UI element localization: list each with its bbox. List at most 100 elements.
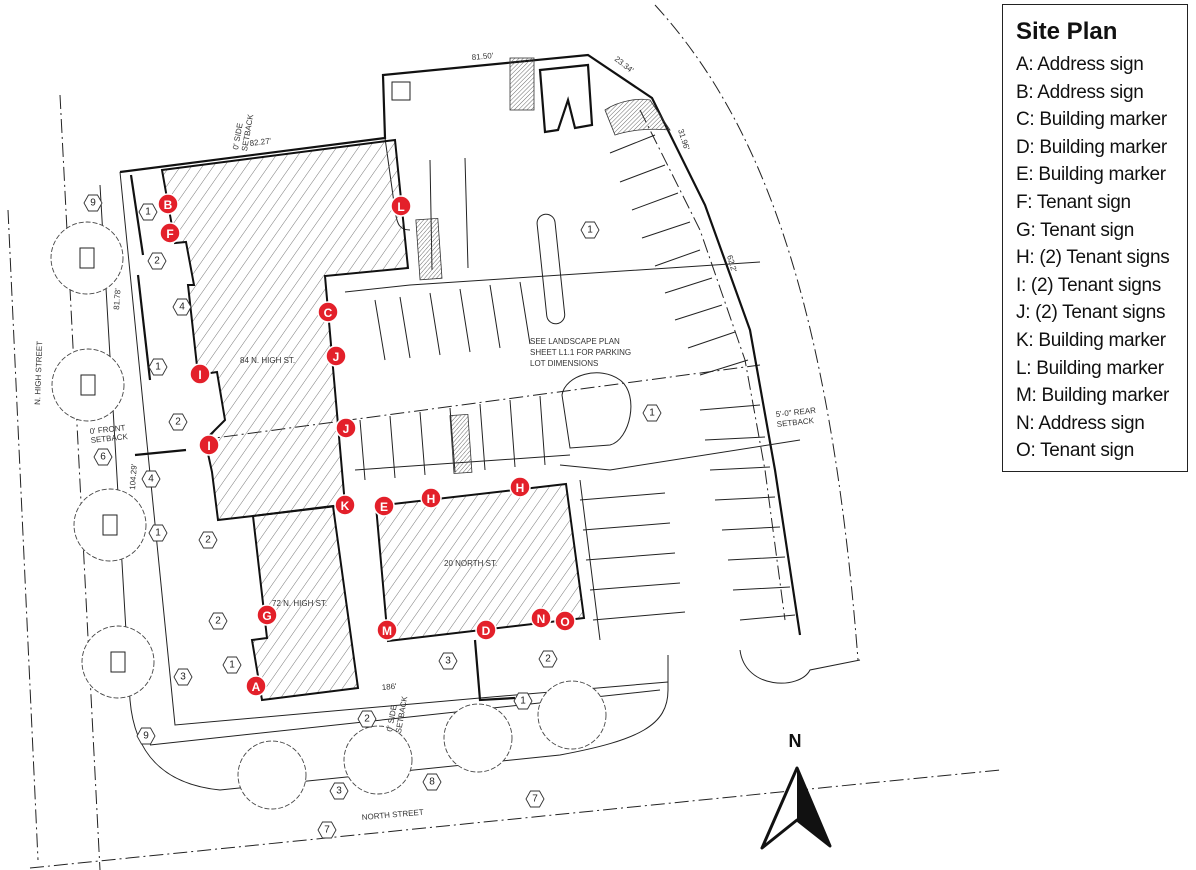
- sign-marker: H: [509, 476, 531, 498]
- keynote-callout: 7: [317, 821, 337, 839]
- callout-number: 3: [445, 656, 451, 667]
- callout-number: 7: [532, 794, 538, 805]
- marker-circle: [554, 610, 576, 632]
- marker-letter: L: [397, 200, 404, 214]
- keynote-callout: 2: [147, 252, 167, 270]
- landscape-note-line: LOT DIMENSIONS: [530, 359, 598, 368]
- rear-setback: 5'-0" REAR SETBACK: [775, 406, 816, 429]
- north-label: N: [789, 731, 802, 751]
- keynote-callout: 1: [138, 203, 158, 221]
- landscape-note-line: SEE LANDSCAPE PLAN: [530, 337, 620, 346]
- utility-pad: [391, 81, 411, 101]
- marker-circle: [390, 195, 412, 217]
- callout-number: 8: [429, 777, 435, 788]
- legend-item: I: (2) Tenant signs: [1016, 274, 1161, 296]
- marker-circle: [334, 494, 356, 516]
- marker-letter: N: [537, 612, 546, 626]
- marker-circle: [335, 417, 357, 439]
- keynote-callout: 1: [148, 524, 168, 542]
- marker-letter: J: [343, 422, 350, 436]
- building-label-84: 84 N. HIGH ST.: [240, 356, 295, 365]
- dimension-label: 82.27': [249, 136, 272, 148]
- legend-item: F: Tenant sign: [1016, 191, 1131, 213]
- callout-number: 1: [145, 207, 151, 218]
- marker-circle: [157, 193, 179, 215]
- keynote-callout: 8: [422, 773, 442, 791]
- callout-number: 3: [180, 672, 186, 683]
- sign-marker: K: [334, 494, 356, 516]
- sign-marker: O: [554, 610, 576, 632]
- marker-letter: D: [482, 624, 491, 638]
- sign-marker: J: [325, 345, 347, 367]
- keynote-callout: 9: [136, 727, 156, 745]
- street-label-high: N. HIGH STREET: [33, 341, 44, 405]
- sign-marker: N: [530, 607, 552, 629]
- legend-item: K: Building marker: [1016, 329, 1166, 351]
- marker-circle: [530, 607, 552, 629]
- keynote-callout: 2: [208, 612, 228, 630]
- callout-number: 1: [155, 362, 161, 373]
- marker-circle: [373, 495, 395, 517]
- site-plan-drawing: 84 N. HIGH ST. 72 N. HIGH ST. 20 NORTH S…: [7, 4, 1000, 870]
- accessible-stalls: [415, 57, 671, 474]
- setback-label: SETBACK: [394, 695, 409, 734]
- tree-icon: [51, 348, 125, 422]
- north-arrow-icon: N: [760, 731, 832, 850]
- marker-letter: K: [341, 499, 350, 513]
- sign-marker: D: [475, 619, 497, 641]
- callout-number: 3: [336, 786, 342, 797]
- marker-letter: I: [207, 439, 210, 453]
- marker-letter: M: [382, 624, 392, 638]
- trash-enclosure: [538, 63, 594, 134]
- marker-letter: O: [560, 615, 569, 629]
- site-walls: [129, 174, 516, 702]
- marker-letter: C: [324, 306, 333, 320]
- tree-icon: [50, 221, 124, 295]
- marker-letter: A: [252, 680, 261, 694]
- building-label-72: 72 N. HIGH ST.: [272, 599, 327, 608]
- marker-circle: [159, 222, 181, 244]
- marker-circle: [245, 675, 267, 697]
- marker-circle: [420, 487, 442, 509]
- tree-icon: [237, 740, 307, 810]
- callout-number: 2: [154, 256, 160, 267]
- callout-number: 6: [100, 452, 106, 463]
- dimension-label: 23.34': [613, 54, 636, 75]
- curb-line: [639, 109, 786, 621]
- tree-icon: [443, 703, 513, 773]
- marker-letter: B: [164, 198, 173, 212]
- dimension-label: 81.78': [112, 288, 123, 311]
- marker-letter: F: [166, 227, 173, 241]
- keynote-callout: 2: [168, 413, 188, 431]
- callout-number: 9: [143, 731, 149, 742]
- keynote-callout: 3: [173, 668, 193, 686]
- dimension-label: 104.29': [128, 463, 139, 490]
- legend-item: B: Address sign: [1016, 81, 1144, 103]
- legend-item: E: Building marker: [1016, 164, 1166, 186]
- setback-label: SETBACK: [90, 432, 129, 445]
- legend-item: A: Address sign: [1016, 54, 1144, 75]
- sign-marker: J: [335, 417, 357, 439]
- marker-circle: [317, 301, 339, 323]
- callout-number: 2: [545, 654, 551, 665]
- marker-circle: [198, 434, 220, 456]
- marker-circle: [256, 604, 278, 626]
- callout-number: 2: [364, 714, 370, 725]
- building-72-n-high-st: [250, 504, 360, 702]
- keynote-callout: 1: [513, 692, 533, 710]
- tree-icon: [537, 680, 607, 750]
- setback-label: 0' FRONT: [89, 423, 126, 436]
- legend-item: D: Building marker: [1016, 136, 1167, 158]
- keynote-callout: 1: [222, 656, 242, 674]
- tree-icon: [73, 488, 147, 562]
- keynote-callout: 2: [198, 531, 218, 549]
- parking-stalls: [359, 134, 796, 641]
- sign-marker: A: [245, 675, 267, 697]
- landscape-note-line: SHEET L1.1 FOR PARKING: [530, 348, 631, 357]
- callout-number: 2: [215, 616, 221, 627]
- sign-marker: F: [159, 222, 181, 244]
- keynote-callout: 7: [525, 790, 545, 808]
- keynote-callout: 6: [93, 448, 113, 466]
- legend-item: J: (2) Tenant signs: [1016, 302, 1166, 324]
- front-setback: 0' FRONT SETBACK: [89, 423, 129, 445]
